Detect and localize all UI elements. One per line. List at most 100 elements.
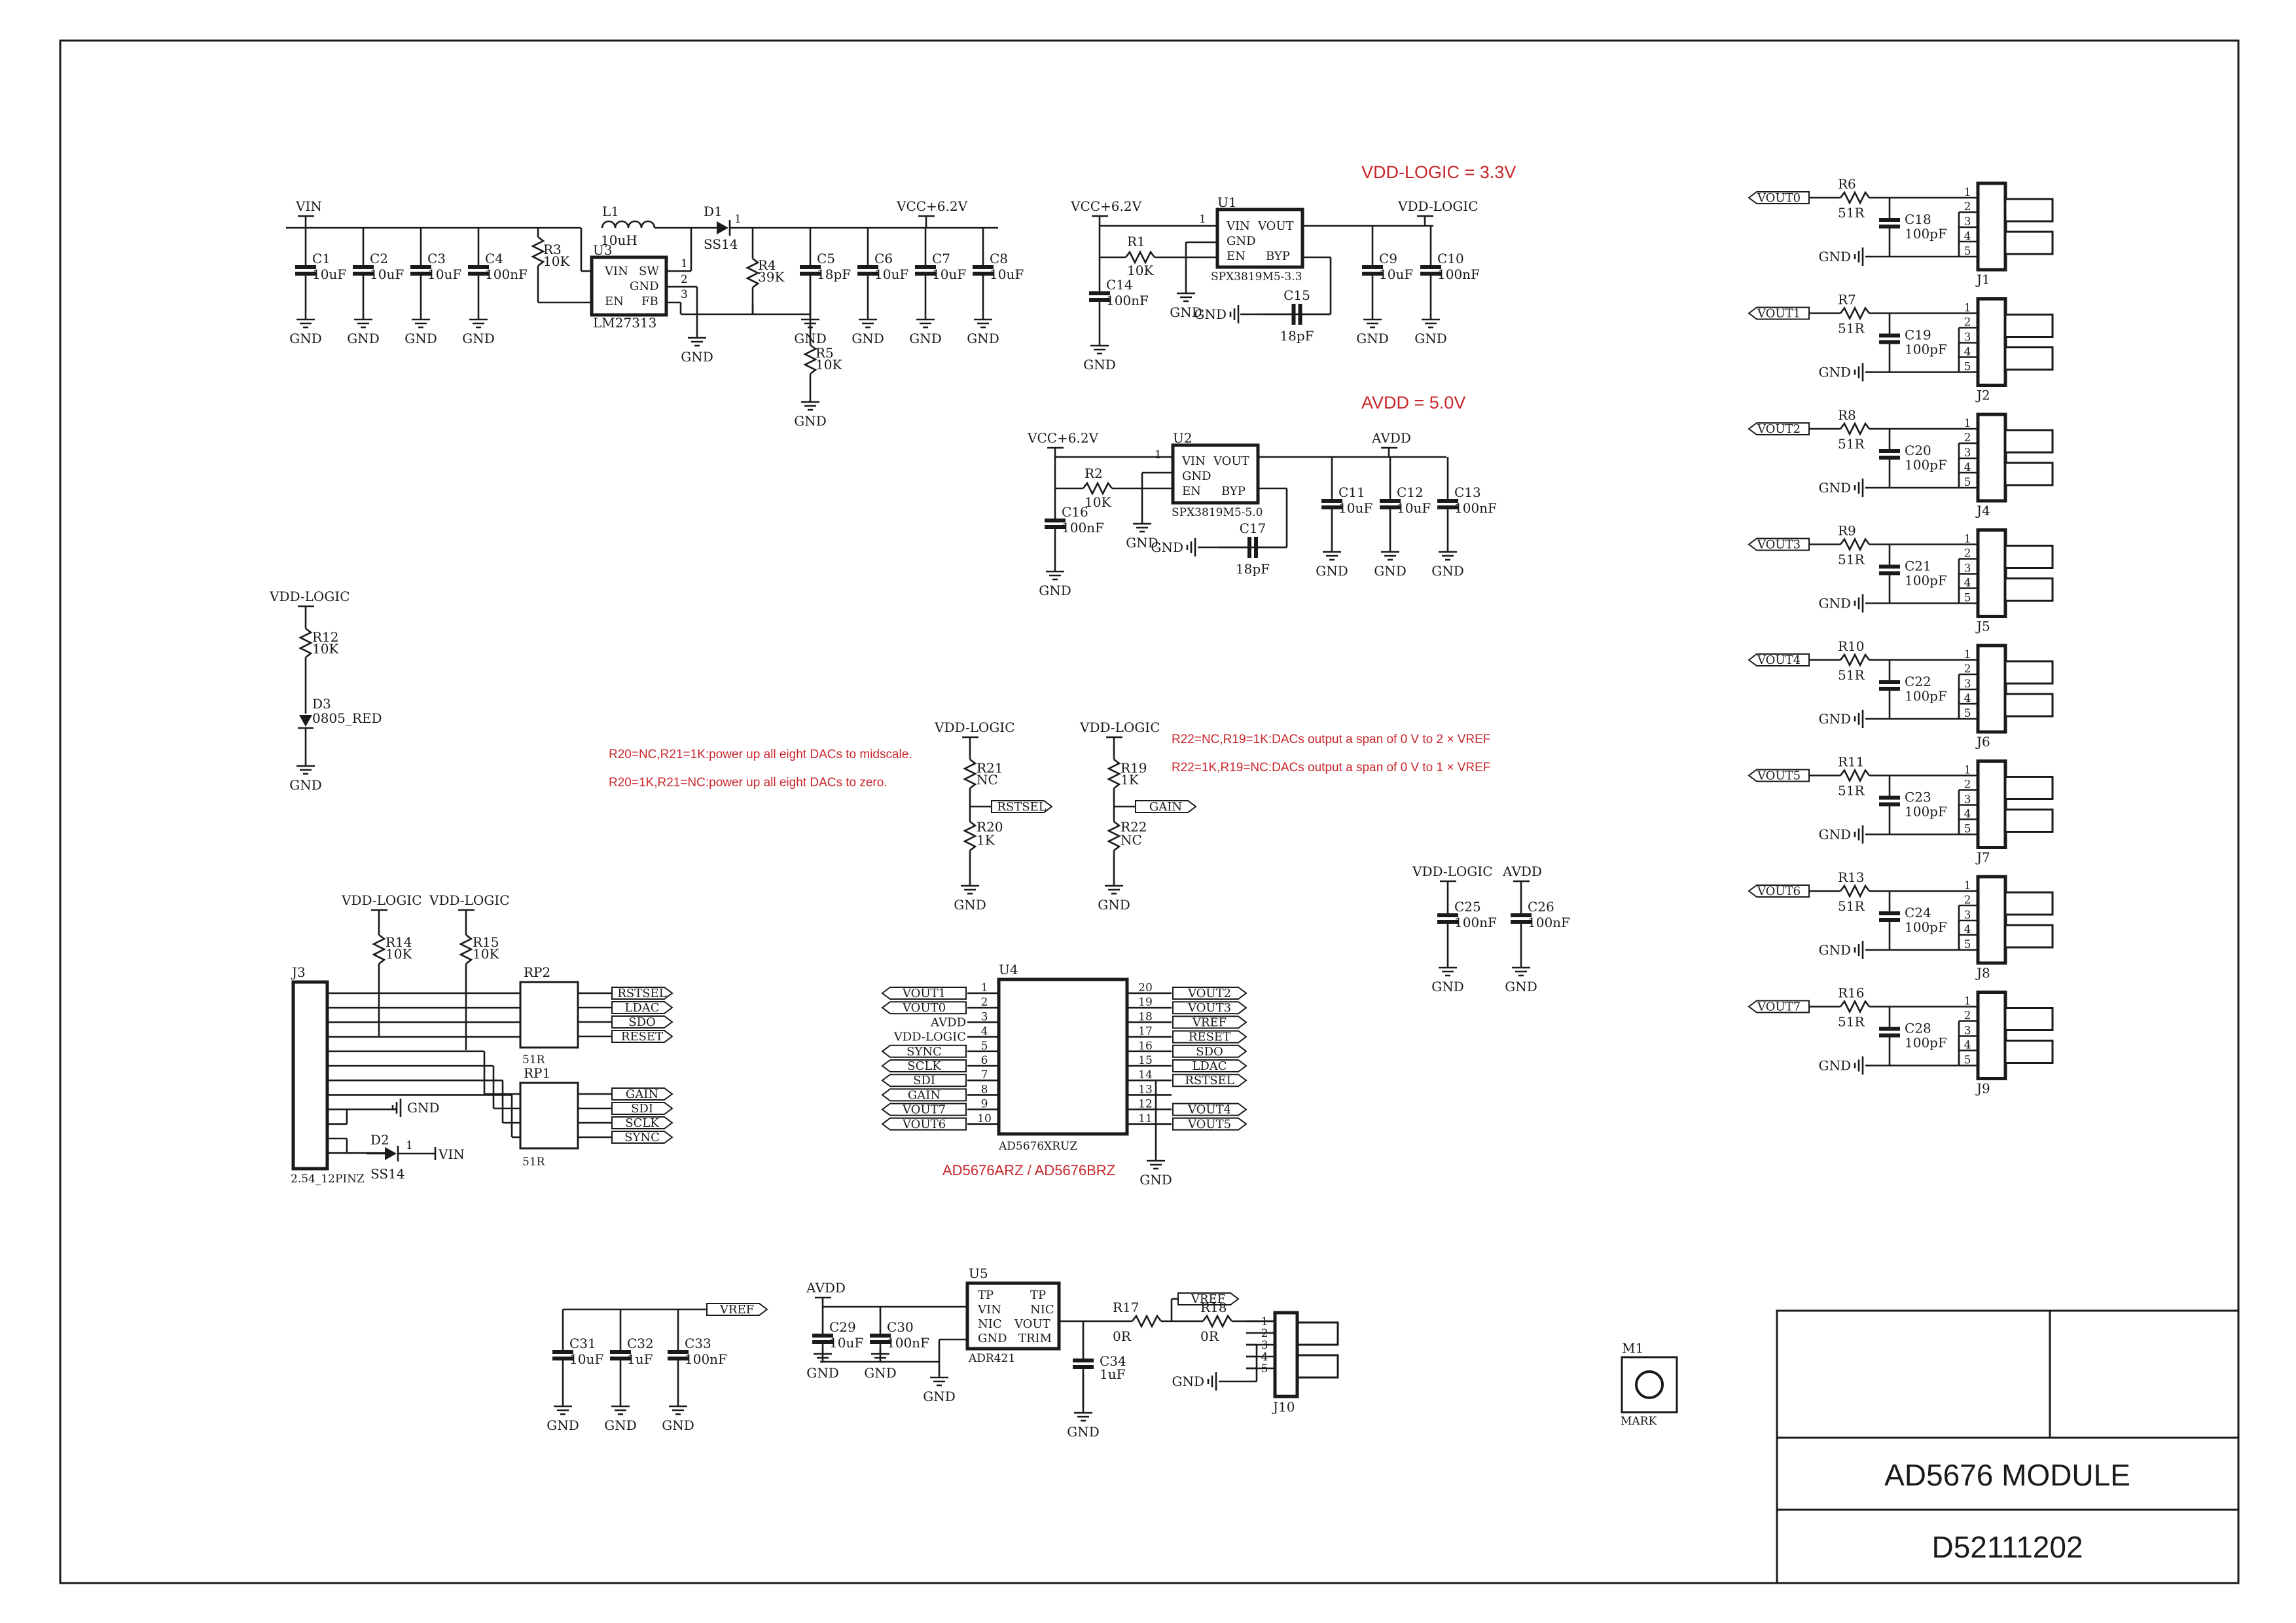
- svg-text:1: 1: [1199, 213, 1206, 226]
- svg-text:SW: SW: [639, 264, 659, 278]
- conn-pin-number: 3: [1964, 562, 1971, 575]
- svg-text:VDD-LOGIC: VDD-LOGIC: [429, 892, 510, 908]
- connector-body: [2004, 776, 2054, 800]
- net-vin-label: VIN: [295, 198, 322, 214]
- gnd-label: GND: [1083, 357, 1116, 373]
- net-flag: [611, 1030, 673, 1043]
- net-flag-label: VREF: [1191, 1292, 1225, 1306]
- svg-text:R17: R17: [1113, 1300, 1139, 1315]
- ground-icon: [611, 1401, 630, 1415]
- ground-icon: [1105, 881, 1123, 895]
- connector-body: [2004, 891, 2054, 916]
- svg-text:M1: M1: [1622, 1340, 1643, 1356]
- resistor-val: 51R: [1838, 321, 1865, 337]
- dac-pin-number: 3: [981, 1010, 988, 1023]
- ground-icon: [1854, 479, 1864, 497]
- svg-text:VOUT: VOUT: [1014, 1317, 1050, 1331]
- dac-pin-number: 9: [981, 1098, 988, 1111]
- svg-text:TRIM: TRIM: [1018, 1332, 1052, 1345]
- net-flag: [991, 800, 1053, 813]
- resistor: [1839, 999, 1871, 1014]
- svg-text:1: 1: [1155, 448, 1162, 462]
- svg-text:VDD-LOGIC: VDD-LOGIC: [341, 892, 422, 908]
- svg-text:SS14: SS14: [370, 1166, 405, 1182]
- svg-text:1: 1: [406, 1139, 413, 1152]
- label-text: 100nF: [1454, 915, 1497, 930]
- gnd-label: GND: [462, 331, 495, 346]
- label-text: C25: [1454, 899, 1481, 915]
- net-flag: [1177, 1292, 1240, 1305]
- gnd-label: GND: [1414, 331, 1447, 346]
- ground-icon: [974, 314, 992, 329]
- label-text: 10uF: [569, 1351, 603, 1367]
- svg-text:LM27313: LM27313: [593, 315, 656, 331]
- svg-text:R15: R15: [473, 934, 499, 950]
- ground-icon: [916, 314, 935, 329]
- connector-ref: J1: [1975, 272, 1990, 287]
- svg-text:U4: U4: [999, 962, 1018, 977]
- label-text: C10: [1437, 251, 1464, 266]
- u1-spx3819: [1215, 208, 1304, 269]
- gnd-label: GND: [1316, 563, 1348, 579]
- doc-number: D52111202: [1931, 1530, 2083, 1564]
- svg-text:VDD-LOGIC: VDD-LOGIC: [269, 589, 350, 604]
- net-flag-label: VOUT2: [1757, 422, 1801, 436]
- dac-pin-number: 14: [1138, 1068, 1153, 1082]
- gnd-label: GND: [1818, 827, 1851, 843]
- cap-ref: C18: [1905, 211, 1931, 227]
- label-text: 100nF: [1454, 500, 1497, 516]
- gnd-label: GND: [1139, 1172, 1172, 1188]
- gnd-label: GND: [1818, 596, 1851, 611]
- led-d3-icon: [299, 715, 312, 727]
- label-text: C13: [1454, 484, 1481, 500]
- gnd-label: GND: [967, 331, 999, 346]
- resistor-ref: R6: [1838, 176, 1856, 192]
- cap-val: 100pF: [1905, 688, 1947, 704]
- rp2-network: [519, 981, 579, 1049]
- net-flag-label: VOUT7: [1757, 1000, 1801, 1014]
- label-text: 18pF: [1236, 561, 1270, 577]
- svg-text:BYP: BYP: [1266, 249, 1290, 263]
- svg-text:BYP: BYP: [1221, 484, 1246, 498]
- cap-ref: C20: [1905, 443, 1931, 458]
- resistor-val: 51R: [1838, 667, 1865, 683]
- rstsel-gain-straps: VDD-LOGIC R21 NC R20 1K VDD-LOGIC R19 1K…: [934, 720, 1160, 881]
- ground-icon: [1439, 962, 1457, 977]
- conn-pin-number: 1: [1964, 533, 1971, 546]
- resistor: [1839, 884, 1871, 898]
- net-flag-label: GAIN: [626, 1087, 658, 1101]
- conn-pin-number: 4: [1261, 1351, 1268, 1364]
- svg-text:J10: J10: [1272, 1399, 1295, 1415]
- cap-val: 100pF: [1905, 342, 1947, 357]
- dac-pin-number: 1: [981, 981, 988, 994]
- resistor-ref: R10: [1838, 638, 1865, 654]
- conn-pin-number: 3: [1964, 215, 1971, 228]
- resistor: [1839, 191, 1871, 205]
- ground-icon: [1147, 1156, 1165, 1170]
- cap-val: 100pF: [1905, 1035, 1947, 1051]
- conn-pin-number: 2: [1964, 1010, 1971, 1023]
- gnd-label: GND: [864, 1365, 897, 1381]
- connector-body: [1296, 1321, 1339, 1346]
- net-flag: [881, 1117, 967, 1131]
- svg-text:39K: 39K: [758, 269, 785, 285]
- label-text: C33: [685, 1336, 711, 1351]
- conn-pin-number: 5: [1964, 245, 1971, 258]
- svg-text:FB: FB: [641, 295, 658, 308]
- svg-text:1: 1: [734, 213, 742, 226]
- sma-connector: [1976, 297, 2007, 387]
- conn-pin-number: 5: [1964, 707, 1971, 720]
- gnd-label: GND: [1098, 897, 1130, 913]
- net-flag-label: SDO: [628, 1015, 656, 1029]
- svg-text:10K: 10K: [816, 357, 842, 373]
- svg-text:VIN: VIN: [1181, 454, 1206, 468]
- resistor-val: 51R: [1838, 205, 1865, 221]
- ground-icon: [1854, 594, 1864, 613]
- cap-val: 100pF: [1905, 226, 1947, 242]
- ground-icon: [1074, 1408, 1092, 1422]
- svg-text:J3: J3: [291, 964, 306, 980]
- dac-decoupling: VDD-LOGIC AVDD: [1412, 864, 1542, 915]
- ldo-3v3: VCC+6.2V U1 1 VIN VOUT GND EN BYP SPX381…: [1070, 194, 1479, 316]
- conn-pin-number: 2: [1964, 663, 1971, 676]
- gnd-label: GND: [1039, 583, 1071, 598]
